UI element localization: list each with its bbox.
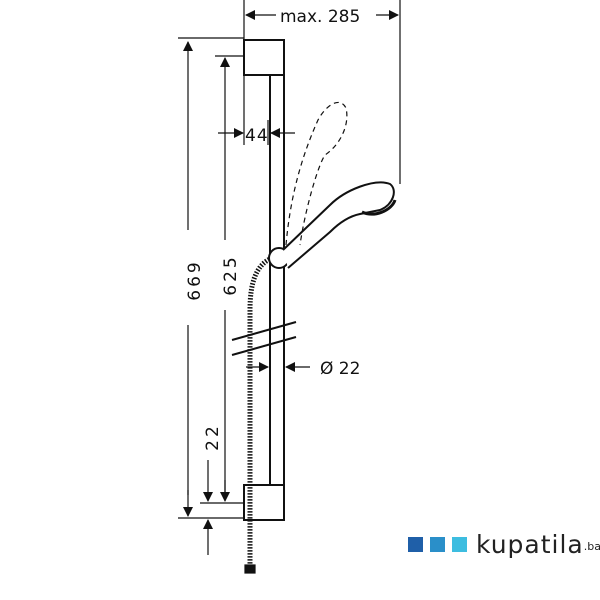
top-wall-bracket	[243, 39, 285, 76]
hand-shower	[282, 181, 395, 269]
dim-max-reach: max. 285	[280, 7, 360, 27]
logo-square-1	[408, 537, 423, 552]
hand-shower-alt-position	[285, 101, 348, 246]
logo-tld: .ba	[583, 540, 600, 553]
dim-bar-height: 625	[221, 254, 241, 295]
hose	[247, 255, 274, 570]
dim-bar-diameter: Ø 22	[320, 359, 360, 379]
logo-square-3	[452, 537, 467, 552]
logo-square-2	[430, 537, 445, 552]
logo-name: kupatila	[476, 530, 584, 559]
dim-bottom-offset: 22	[203, 423, 223, 451]
dim-bracket-depth: 44	[245, 126, 269, 146]
kupatila-logo: kupatila .ba	[408, 532, 600, 557]
dim-total-height: 669	[185, 259, 205, 300]
